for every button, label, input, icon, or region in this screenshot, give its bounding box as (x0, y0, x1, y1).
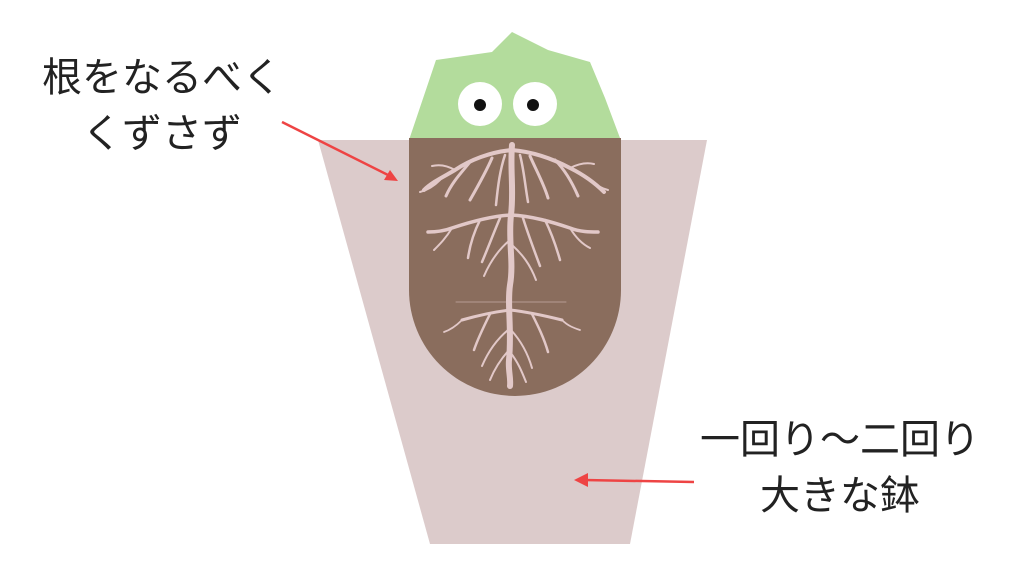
arrow-icon (281, 120, 398, 181)
roots-arrow-line (281, 120, 391, 178)
arrow-icon (574, 473, 695, 487)
pot-arrow-line (583, 478, 695, 484)
roots (419, 142, 609, 389)
pot-annotation-line1: 一回り～二回り (700, 417, 980, 463)
left-pupil (474, 99, 486, 111)
root-ball (409, 138, 621, 396)
plant-eyes (458, 82, 557, 126)
pot-annotation: 一回り～二回り 大きな鉢 (680, 412, 1000, 524)
roots-annotation: 根をなるべく くずさず (42, 50, 282, 162)
succulent-plant-icon (409, 32, 620, 140)
roots-arrow-head (384, 170, 398, 181)
pot-annotation-line2: 大きな鉢 (760, 473, 920, 519)
roots-annotation-line2: くずさず (82, 111, 242, 157)
pot-arrow-head (574, 473, 588, 487)
right-pupil (527, 99, 539, 111)
roots-annotation-line1: 根をなるべく (42, 55, 282, 101)
